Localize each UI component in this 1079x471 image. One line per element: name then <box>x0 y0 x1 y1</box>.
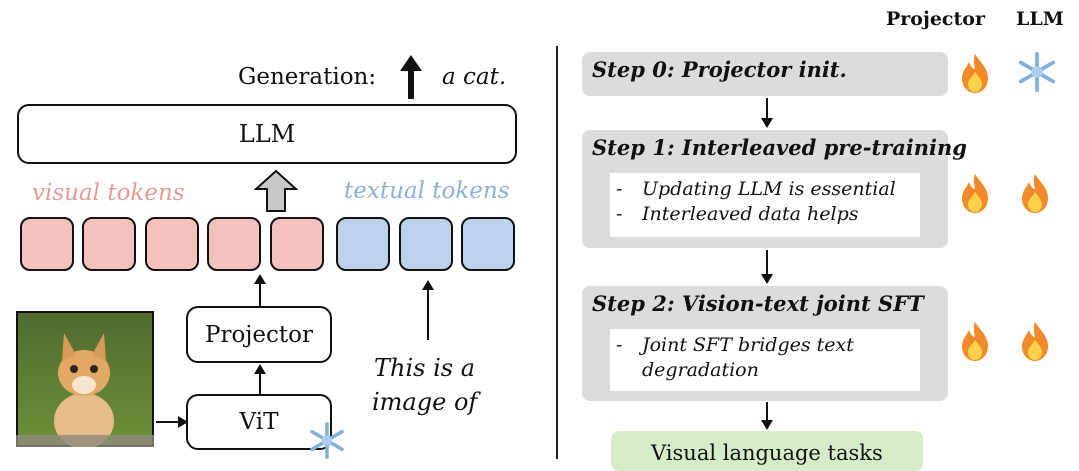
list-item: degradation <box>642 359 759 381</box>
list-item: -Joint SFT bridges text <box>616 334 854 356</box>
step-1-title: Step 1: Interleaved pre-training <box>592 135 967 160</box>
projector-box: Projector <box>186 306 332 363</box>
list-item: -Interleaved data helps <box>616 203 859 225</box>
visual-token <box>82 217 136 271</box>
vit-to-projector-arrow-icon <box>254 364 266 396</box>
visual-token <box>207 217 261 271</box>
llm-label: LLM <box>238 120 296 148</box>
list-item: -Updating LLM is essential <box>616 178 896 200</box>
final-task-box: Visual language tasks <box>611 431 923 471</box>
textual-token <box>461 217 515 271</box>
textual-token <box>399 217 453 271</box>
textual-tokens-label: textual tokens <box>344 178 510 204</box>
step-2-title: Step 2: Vision-text joint SFT <box>592 291 924 316</box>
final-task-label: Visual language tasks <box>651 441 883 465</box>
image-to-vit-arrow-icon <box>156 416 188 428</box>
step-0: Step 0: Projector init. <box>582 52 948 96</box>
token-to-llm-arrow-icon <box>254 169 298 212</box>
visual-token <box>270 217 324 271</box>
arrow-up-icon <box>400 55 422 99</box>
step-2-bullets: -Joint SFT bridges text degradation <box>610 329 920 391</box>
legend-llm: LLM <box>1016 8 1064 30</box>
fire-icon <box>962 174 988 213</box>
vit-label: ViT <box>239 409 279 435</box>
llm-box: LLM <box>17 104 517 164</box>
generation-label: Generation: <box>238 64 377 90</box>
fire-icon <box>1022 322 1048 361</box>
snowflake-icon <box>1018 52 1056 92</box>
fire-icon <box>962 54 988 93</box>
fire-icon <box>1022 174 1048 213</box>
visual-tokens-label: visual tokens <box>32 180 185 206</box>
legend-projector: Projector <box>886 8 985 30</box>
step-1: Step 0: Projector init. Step 1: Interlea… <box>582 130 967 248</box>
step-1-bullets: -Updating LLM is essential -Interleaved … <box>610 173 920 237</box>
vit-box: ViT <box>186 394 332 450</box>
snowflake-icon <box>310 422 344 459</box>
visual-token <box>145 217 199 271</box>
panel-divider <box>556 46 558 459</box>
generation-output: a cat. <box>442 64 507 90</box>
projector-to-tokens-arrow-icon <box>254 274 266 306</box>
text-input-line1: This is a <box>374 354 476 382</box>
text-to-tokens-arrow-icon <box>422 280 434 340</box>
textual-token <box>336 217 390 271</box>
text-input-line2: image of <box>372 388 478 416</box>
cat-image <box>16 311 154 447</box>
down-arrow-icon <box>761 250 773 284</box>
step-2: Step 2: Vision-text joint SFT -Joint SFT… <box>582 286 948 401</box>
down-arrow-icon <box>761 402 773 430</box>
projector-label: Projector <box>204 321 314 348</box>
fire-icon <box>962 322 988 361</box>
visual-token <box>20 217 74 271</box>
down-arrow-icon <box>761 98 773 128</box>
step-0-title: Step 0: Projector init. <box>592 57 847 82</box>
